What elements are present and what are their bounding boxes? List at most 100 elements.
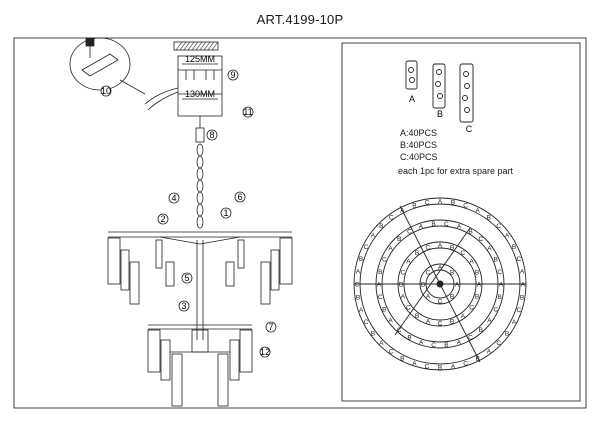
- crystal-panel-frame: [341, 42, 581, 402]
- ring-letter: B: [450, 319, 454, 326]
- callout-11: 11: [243, 107, 252, 117]
- ring-letter: B: [520, 295, 524, 302]
- ring-letter: A: [457, 340, 462, 347]
- ring-letter: B: [415, 250, 419, 257]
- callout-6: 6: [237, 192, 242, 202]
- ring-letter: B: [359, 256, 363, 263]
- callout-4: 4: [171, 193, 176, 203]
- ring-letter: A: [426, 294, 431, 301]
- ring-letter: B: [451, 200, 455, 207]
- ring-letter: A: [406, 259, 411, 266]
- ring-letter: A: [520, 269, 525, 276]
- ring-letter: C: [431, 342, 436, 349]
- ring-letter: B: [421, 282, 425, 289]
- ring-letter: A: [388, 246, 393, 253]
- ring-letter: A: [426, 319, 431, 326]
- crystal-c-label: C: [466, 124, 473, 134]
- ring-letter: C: [493, 306, 498, 313]
- ring-letter: A: [477, 282, 482, 289]
- ring-letter: C: [355, 282, 360, 289]
- ring-letter: C: [478, 236, 483, 243]
- ring-letter: A: [438, 199, 443, 206]
- ring-letter: B: [498, 294, 502, 301]
- ring-letter: B: [438, 365, 442, 372]
- ring-letter: C: [496, 340, 501, 347]
- ring-letter: A: [388, 317, 393, 324]
- ring-letter: B: [450, 294, 454, 301]
- dim-top-label: 125MM: [185, 54, 215, 64]
- ring-letter: A: [461, 313, 466, 320]
- ring-letter: A: [451, 364, 456, 371]
- callout-1: 1: [223, 208, 228, 218]
- chandelier-body: [107, 231, 293, 407]
- ring-letter: C: [438, 299, 443, 306]
- ring-letter: C: [407, 229, 412, 236]
- ring-letter: A: [521, 282, 526, 289]
- ring-letter: C: [469, 304, 474, 311]
- ring-letter: C: [382, 257, 387, 264]
- article-title: ART.4199-10P: [256, 12, 344, 27]
- ring-letter: B: [479, 327, 483, 334]
- ring-letter: A: [438, 243, 443, 250]
- dim-bottom-label: 130MM: [185, 89, 215, 99]
- crystal-a-label: A: [409, 94, 415, 104]
- ring-letter: C: [517, 256, 522, 263]
- ring-letter: A: [419, 340, 424, 347]
- ring-letter: C: [378, 294, 383, 301]
- ring-letter: A: [469, 259, 474, 266]
- pieces-b: B:40PCS: [400, 140, 438, 150]
- ring-letter: C: [468, 334, 473, 341]
- crystal-b-icon: [432, 63, 446, 109]
- ring-letter: C: [364, 319, 369, 326]
- ring-letter: C: [438, 321, 443, 328]
- ring-letter: B: [475, 269, 479, 276]
- ring-letter: A: [487, 317, 492, 324]
- ring-letter: C: [425, 200, 430, 207]
- chain: [195, 127, 205, 229]
- ring-letter: A: [505, 233, 510, 240]
- ring-letter: A: [371, 233, 376, 240]
- callout-2: 2: [160, 214, 165, 224]
- ring-letter: C: [397, 327, 402, 334]
- ring-letter: B: [400, 356, 404, 363]
- ring-letter: C: [389, 349, 394, 356]
- ring-letter: B: [382, 306, 386, 313]
- ring-letter: B: [450, 270, 454, 277]
- ring-letter: A: [412, 360, 417, 367]
- page-frame: [13, 37, 587, 409]
- callout-5: 5: [184, 273, 189, 283]
- ring-letter: C: [463, 203, 468, 210]
- callout-3: 3: [181, 301, 186, 311]
- ring-letter: B: [494, 257, 498, 264]
- ring-letter: A: [487, 246, 492, 253]
- ring-letter: C: [389, 214, 394, 221]
- ring-letter: C: [497, 269, 502, 276]
- ring-letter: B: [468, 229, 472, 236]
- callout-9: 9: [230, 70, 235, 80]
- crystal-b-label: B: [437, 109, 443, 119]
- ring-letter: B: [475, 294, 479, 301]
- ring-letter: C: [364, 244, 369, 251]
- crystal-types: [405, 60, 474, 123]
- ring-letter: A: [499, 282, 504, 289]
- ring-letter: B: [450, 244, 454, 251]
- ring-letter: A: [379, 340, 384, 347]
- ring-letter: B: [415, 313, 419, 320]
- ring-letter: C: [517, 307, 522, 314]
- callout-8: 8: [209, 130, 214, 140]
- ring-letter: A: [455, 282, 460, 289]
- ring-letter: A: [400, 208, 405, 215]
- ring-letter: A: [476, 208, 481, 215]
- ring-letter: A: [487, 349, 492, 356]
- ring-letter: C: [444, 221, 449, 228]
- ring-letter: C: [406, 304, 411, 311]
- callout-12: 12: [260, 347, 270, 357]
- ring-letter: C: [463, 360, 468, 367]
- crystal-a-icon: [405, 60, 418, 90]
- callout-labels: 1 2 3 4 5 6 7 8 9 10 11 12: [101, 70, 274, 357]
- callout-7: 7: [268, 322, 273, 332]
- ring-letter: A: [438, 265, 443, 272]
